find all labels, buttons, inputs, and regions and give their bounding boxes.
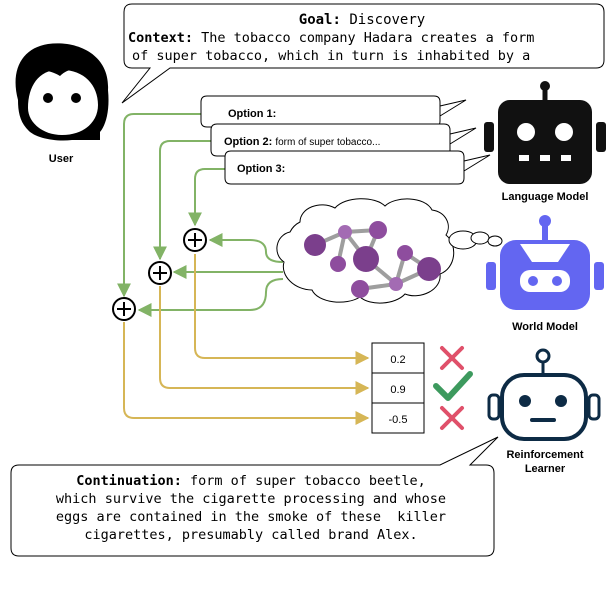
goal-label: Goal:: [299, 12, 341, 28]
user-face-icon: [15, 43, 109, 141]
language-model-label: Language Model: [502, 191, 589, 203]
option-3-label: Option 3:: [237, 163, 285, 175]
context-label: Context:: [128, 30, 193, 46]
context-text-1: The tobacco company Hadara creates a for…: [201, 30, 534, 46]
gold-connectors: [123, 254, 370, 425]
continuation-line-4: cigarettes, presumably called brand Alex…: [84, 527, 417, 543]
graph-node: [330, 256, 346, 272]
goal-line: Goal: Discovery: [299, 12, 425, 28]
continuation-line-2: which survive the cigarette processing a…: [56, 491, 446, 507]
score-value-1: 0.2: [390, 354, 405, 366]
graph-node: [389, 277, 403, 291]
option1-connector: [117, 113, 201, 298]
graph-node: [369, 221, 387, 239]
worldmodel-connector-top: [208, 233, 284, 263]
continuation-label: Continuation:: [76, 473, 182, 489]
graph-node: [397, 245, 413, 261]
worldmodel-connector-low: [137, 278, 284, 317]
score-cell-3: [371, 402, 425, 434]
graph-node: [304, 234, 326, 256]
option2-connector: [153, 140, 211, 261]
graph-node: [338, 225, 352, 239]
language-model-robot-icon: [484, 81, 606, 184]
reinforcement-learner-robot-icon: [487, 348, 601, 441]
check-icon: [433, 371, 473, 401]
option-bubble-1: Option 1:: [200, 95, 467, 128]
cross-icon: [440, 346, 464, 370]
context-line-2: of super tobacco, which in turn is inhab…: [132, 48, 530, 64]
world-model-label: World Model: [512, 321, 578, 333]
option-2-label: Option 2:: [224, 136, 272, 148]
plus2-to-score2: [159, 286, 370, 395]
option-bubble-2: Option 2: form of super tobacco...: [210, 123, 477, 157]
graph-node: [417, 257, 441, 281]
context-line-1: Context: The tobacco company Hadara crea…: [128, 30, 534, 46]
user-label: User: [49, 153, 74, 165]
goal-context-bubble: [121, 3, 605, 104]
plus1-to-score3: [123, 322, 370, 425]
graph-node: [353, 246, 379, 272]
cross-icon: [440, 406, 464, 430]
continuation-text-1: form of super tobacco beetle,: [190, 473, 426, 489]
score-table: 0.2 0.9 -0.5: [371, 342, 425, 434]
goal-value: Discovery: [349, 12, 425, 28]
continuation-bubble: [10, 436, 499, 557]
option-2-text: form of super tobacco...: [275, 137, 380, 148]
plus-node-1: [112, 297, 136, 321]
green-connectors: [117, 113, 284, 317]
reinforcement-learner-label-1: Reinforcement: [506, 449, 583, 461]
world-model-robot-icon: [486, 215, 604, 310]
option-1-label: Option 1:: [228, 108, 276, 120]
continuation-line-1: Continuation: form of super tobacco beet…: [76, 473, 426, 489]
reinforcement-learner-label-2: Learner: [525, 463, 566, 475]
plus-node-2: [148, 261, 172, 285]
score-cell-2: [371, 372, 425, 404]
continuation-line-3: eggs are contained in the smoke of these…: [56, 509, 446, 525]
graph-node: [351, 280, 369, 298]
option3-connector: [188, 168, 225, 227]
option-bubble-3: Option 3:: [224, 150, 491, 185]
knowledge-graph: [304, 221, 441, 298]
score-value-2: 0.9: [390, 384, 405, 396]
score-value-3: -0.5: [389, 414, 408, 426]
score-cell-1: [371, 342, 425, 374]
plus3-to-score1: [194, 254, 370, 365]
plus-node-3: [183, 228, 207, 252]
option-2-line: Option 2: form of super tobacco...: [224, 136, 380, 148]
